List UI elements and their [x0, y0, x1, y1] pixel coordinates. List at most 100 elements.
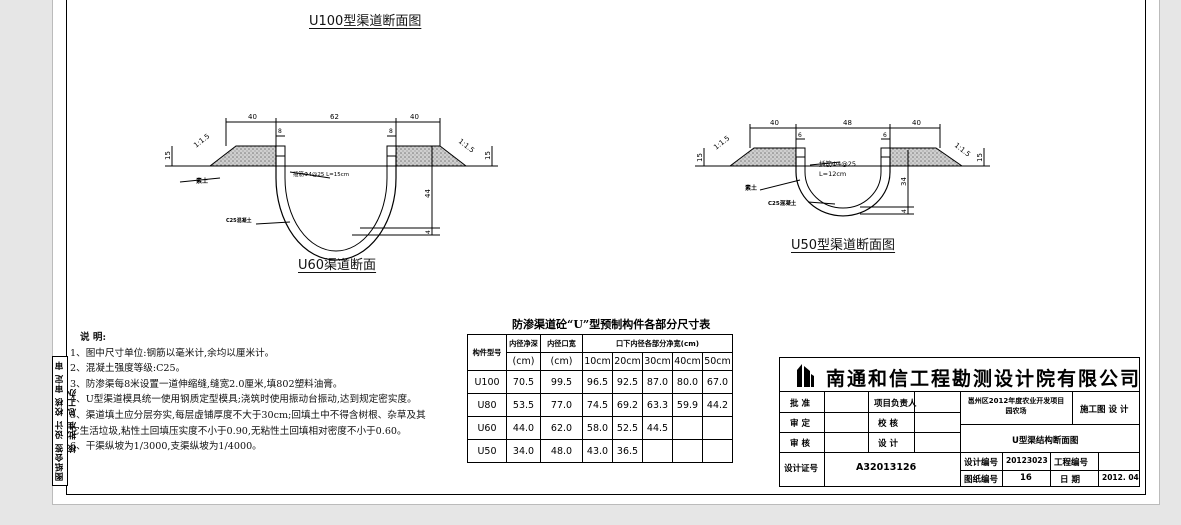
u50-dim-base-label: 4 — [901, 209, 908, 213]
u60-section-title: U60渠道断面 — [298, 258, 377, 273]
date-label: 日 期 — [1060, 475, 1080, 485]
u60-dim-side-right: 15 — [484, 151, 492, 160]
table-cell: 69.2 — [612, 393, 643, 417]
table-cell: 87.0 — [642, 370, 673, 394]
u50-soil-leader — [759, 179, 801, 191]
dim-table-unit: (cm) — [540, 352, 583, 371]
project-name: 邕州区2012年度农业开发项目 园农场 — [967, 397, 1065, 415]
design-number: 20123023 — [1006, 456, 1048, 465]
table-cell: 92.5 — [612, 370, 643, 394]
u60-concrete-leader — [255, 221, 291, 225]
note-item: 2、混凝土强度等级:C25。 — [70, 363, 186, 375]
table-cell: 44.2 — [702, 393, 733, 417]
u50-soil-label: 素土 — [744, 184, 757, 192]
dim-table-header-depth: 内径净深 — [506, 334, 541, 353]
dim-table-subcol: 40cm — [672, 352, 703, 371]
dim-table-header-width: 内径口宽 — [540, 334, 583, 353]
u50-slope-right: 1:1.5 — [953, 141, 972, 158]
title-block: 南通和信工程勘测设计院有限公司 批 准 审 定 审 核 项目负责人 校 核 设 … — [779, 357, 1140, 487]
dim-table-subcol: 50cm — [702, 352, 733, 371]
table-cell: 58.0 — [582, 416, 613, 440]
sheet-number: 16 — [1020, 473, 1032, 483]
note-item: 4、U型渠道模具统一使用钢质定型模具;浇筑时使用振动台振动,达到规定密实度。 — [70, 394, 417, 406]
u60-concrete-label: C25混凝土 — [226, 217, 252, 224]
u60-section — [165, 118, 498, 261]
project-lead-label: 项目负责人 — [874, 399, 917, 409]
u60-soil-leader — [179, 177, 221, 183]
u60-dim-lip-left: 8 — [278, 128, 282, 135]
u50-dim-lip-right: 6 — [883, 132, 887, 139]
date-value: 2012. 04 — [1102, 473, 1139, 482]
design-stage: 施工图 设 计 — [1080, 405, 1129, 415]
dim-table-header-below: 口下内径各部分净宽(cm) — [582, 334, 733, 353]
u60-inner-shell — [284, 146, 388, 252]
table-cell: 70.5 — [506, 370, 541, 394]
table-cell: 53.5 — [506, 393, 541, 417]
dim-table-header-type: 构件型号 — [467, 334, 507, 371]
table-cell: 67.0 — [702, 370, 733, 394]
u60-annotations: 40 62 40 8 8 1:1.5 1:1.5 15 15 44 4 插筋Φ4… — [164, 113, 492, 234]
design-no-label: 设计编号 — [964, 458, 999, 468]
table-row: U60 44.0 62.0 58.0 52.5 44.5 — [467, 416, 733, 440]
table-cell: 48.0 — [540, 439, 583, 463]
drawing-frame — [66, 0, 1146, 495]
designer-label: 设 计 — [878, 439, 898, 449]
note-item: 它生活垃圾,粘性土回填压实度不小于0.90,无粘性土回填相对密度不小于0.60。 — [70, 425, 407, 437]
u60-slope-left: 1:1.5 — [192, 132, 211, 149]
u60-lip-left — [275, 145, 286, 157]
u50-dim-lip-left: 6 — [798, 132, 802, 139]
table-cell — [672, 439, 703, 463]
u50-slope-left: 1:1.5 — [712, 134, 731, 151]
u60-dim-top-mid: 62 — [330, 113, 339, 121]
dim-table-unit: (cm) — [506, 352, 541, 371]
table-cell: 44.0 — [506, 416, 541, 440]
u60-soil-label: 素土 — [195, 177, 208, 185]
table-cell: 99.5 — [540, 370, 583, 394]
table-cell: 74.5 — [582, 393, 613, 417]
u50-concrete-leader — [807, 201, 836, 205]
cert-label: 设计证号 — [784, 464, 819, 474]
table-cell: U50 — [467, 439, 507, 463]
review-label: 审 定 — [790, 419, 810, 429]
u60-rebar-leader — [289, 171, 331, 179]
u60-dim-top-right: 40 — [410, 113, 419, 121]
u50-concrete-label: C25混凝土 — [768, 199, 797, 207]
table-cell: U100 — [467, 370, 507, 394]
table-cell: 36.5 — [612, 439, 643, 463]
u50-rebar-label-1: 插筋Φ4@25 — [819, 159, 856, 168]
table-cell — [642, 439, 673, 463]
note-item: 3、防渗渠每8米设置一道伸缩缝,缝宽2.0厘米,填802塑料油膏。 — [70, 378, 343, 390]
company-logo-icon — [797, 364, 814, 387]
u50-section — [695, 124, 990, 217]
table-cell — [702, 439, 733, 463]
table-cell: 80.0 — [672, 370, 703, 394]
table-cell: 62.0 — [540, 416, 583, 440]
drawing-name: U型渠结构断面图 — [1012, 436, 1079, 446]
dim-table: 构件型号 内径净深 内径口宽 口下内径各部分净宽(cm) (cm) (cm) 1… — [467, 334, 733, 463]
note-item: 5、渠道填土应分层夯实,每层虚铺厚度不大于30cm;回填土中不得含树根、杂草及其 — [70, 409, 426, 421]
table-cell: 34.0 — [506, 439, 541, 463]
cert-number: A32013126 — [856, 462, 917, 473]
u50-outer-shell — [795, 148, 891, 217]
u50-dim-side-right: 15 — [976, 153, 984, 162]
u60-dim-depth-label: 44 — [424, 189, 432, 198]
side-signature-strip: 图纸会签 设计 校核 审定 审核 批准 总工办 — [52, 356, 78, 486]
table-cell: 63.3 — [642, 393, 673, 417]
table-cell: 77.0 — [540, 393, 583, 417]
u60-soil-left — [208, 145, 277, 167]
u60-dim-lip-right: 8 — [389, 128, 393, 135]
checker-label: 校 核 — [878, 419, 898, 429]
table-row: U100 70.5 99.5 96.5 92.5 87.0 80.0 67.0 — [467, 370, 733, 394]
u50-rebar-leader — [809, 161, 841, 166]
dim-table-subcol: 20cm — [612, 352, 643, 371]
u50-inner-shell — [804, 148, 882, 209]
table-cell — [672, 416, 703, 440]
u60-soil-right — [395, 145, 468, 167]
u50-dim-depth-label: 34 — [900, 177, 908, 186]
table-cell: 59.9 — [672, 393, 703, 417]
check-label: 审 核 — [790, 439, 810, 449]
u50-dim-top-right: 40 — [912, 119, 921, 127]
table-cell: 43.0 — [582, 439, 613, 463]
note-item: 1、图中尺寸单位:钢筋以毫米计,余均以厘米计。 — [70, 347, 275, 359]
